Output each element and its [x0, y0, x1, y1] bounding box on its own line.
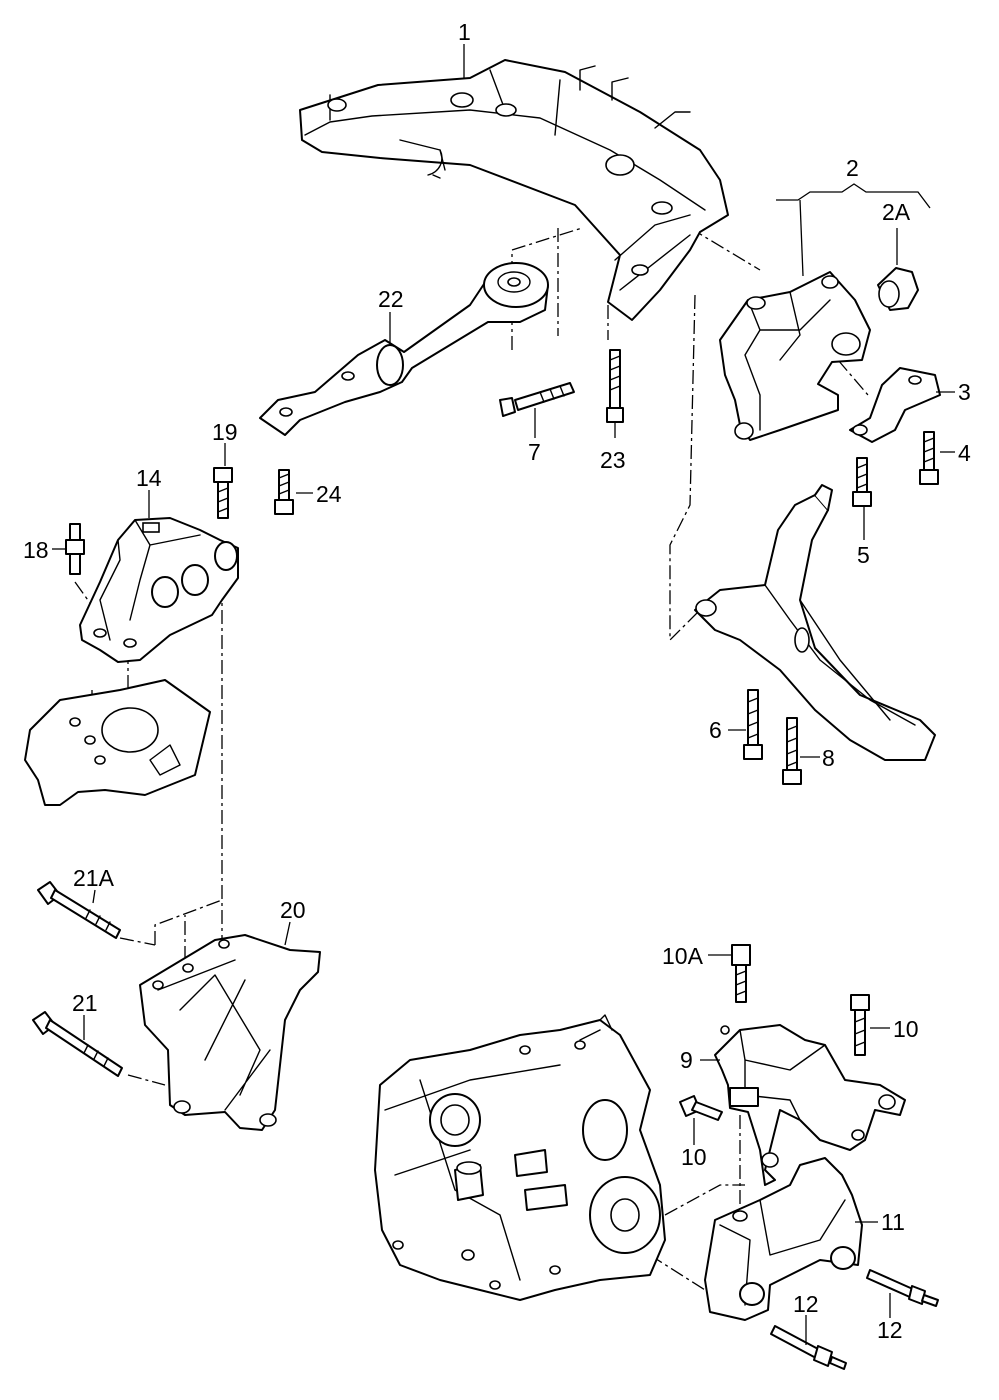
callout-11: 11: [881, 1209, 905, 1235]
bolt-7-part: [499, 382, 575, 417]
bolt-10a-part: [731, 944, 751, 1003]
callout-2a: 2A: [882, 199, 911, 225]
engine-bracket-20-part: [139, 934, 321, 1131]
bolt-24-part: [274, 469, 294, 515]
callout-4: 4: [958, 440, 971, 466]
callout-1: 1: [458, 19, 471, 45]
bolt-12-bottom-part: [770, 1325, 847, 1370]
gearbox-bracket-11-part: [704, 1157, 863, 1321]
callout-21: 21: [72, 990, 98, 1016]
callout-22: 22: [378, 286, 404, 312]
torque-rod-part: [259, 262, 549, 436]
engine-mount-14-part: [79, 517, 239, 663]
callout-6: 6: [709, 717, 722, 743]
bolt-19-part: [213, 467, 233, 519]
gearbox-part: [374, 1014, 666, 1301]
bush-2a-part: [877, 267, 919, 311]
callout-7: 7: [528, 439, 541, 465]
callout-18: 18: [23, 537, 49, 563]
callout-10a: 10A: [662, 943, 704, 969]
mounting-plate-part: [24, 679, 211, 806]
callout-14: 14: [136, 465, 162, 491]
callout-19: 19: [212, 419, 238, 445]
callout-23: 23: [600, 447, 626, 473]
bolt-8-part: [782, 717, 802, 785]
callout-10-right: 10: [893, 1016, 919, 1042]
callout-21a: 21A: [73, 865, 115, 891]
bolt-5-part: [852, 457, 872, 507]
bolt-10-left-part: [679, 1095, 723, 1121]
callout-10-left: 10: [681, 1144, 707, 1170]
bolt-4-part: [919, 431, 939, 485]
bolt-18-part: [65, 523, 85, 575]
callout-9: 9: [680, 1047, 693, 1073]
callout-12-bottom: 12: [793, 1291, 819, 1317]
callout-5: 5: [857, 542, 870, 568]
wishbone-bracket-part: [719, 271, 871, 441]
callout-24: 24: [316, 481, 342, 507]
bolt-10-right-part: [850, 994, 870, 1056]
callout-3: 3: [958, 379, 971, 405]
bolt-6-part: [743, 689, 763, 760]
bolt-12-right-part: [866, 1269, 939, 1307]
callout-labels: 1 2 2A 3 4 5 6 7 8 9 10A 10 10 11 12 12 …: [23, 19, 971, 1343]
bolt-21-part: [32, 1011, 123, 1077]
gearbox-mount-9-part: [714, 1024, 906, 1186]
callout-2: 2: [846, 155, 859, 181]
clamp-plate-3-part: [849, 367, 941, 443]
bolt-21a-part: [37, 881, 121, 939]
bolt-23-part: [606, 349, 624, 423]
leader-lines: [52, 44, 955, 1345]
subframe-part: [299, 59, 729, 321]
wishbone-arm-part: [694, 484, 936, 761]
callout-12-right: 12: [877, 1317, 903, 1343]
callout-20: 20: [280, 897, 306, 923]
callout-8: 8: [822, 745, 835, 771]
